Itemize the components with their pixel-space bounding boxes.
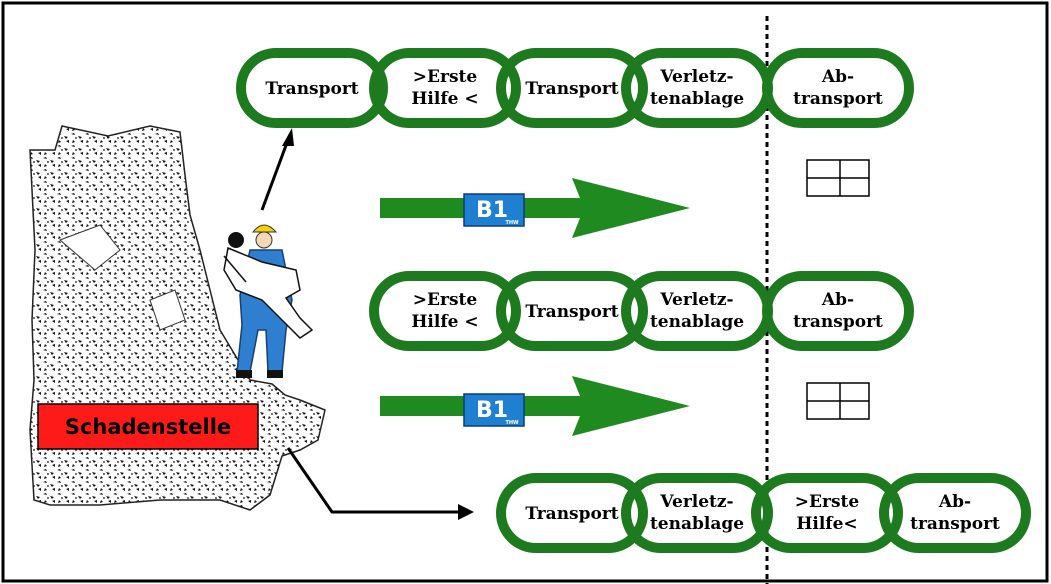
- chain-link-ring: [621, 473, 773, 553]
- vehicle-top-view-icon: [806, 382, 870, 420]
- chain-link: Transport: [236, 48, 388, 128]
- chain-link-label: Ab-: [821, 67, 854, 87]
- b1-badge-2: B1 THW: [463, 393, 525, 427]
- chain-link: Verletz-tenablage: [621, 48, 773, 128]
- chain-link-label: transport: [793, 89, 883, 109]
- b1-badge-1: B1 THW: [463, 193, 525, 227]
- chain-link-label: Hilfe <: [411, 89, 478, 109]
- chain-link: Transport: [496, 271, 648, 351]
- site-label-text: Schadenstelle: [65, 415, 231, 439]
- chain-link-ring: [621, 271, 773, 351]
- pointer-arrow-top: [260, 128, 294, 211]
- badge-subtext: THW: [505, 220, 519, 226]
- chain-link-ring: [621, 48, 773, 128]
- chain-link-label: >Erste: [413, 290, 478, 310]
- chain-link-ring: [369, 271, 521, 351]
- chain-link: Verletz-tenablage: [621, 271, 773, 351]
- chain-link-ring: [496, 271, 648, 351]
- chain-link-label: >Erste: [413, 67, 478, 87]
- chain-link: Verletz-tenablage: [621, 473, 773, 553]
- pointer-arrow-bottom: [286, 447, 474, 520]
- badge-text: B1: [476, 398, 508, 423]
- chain-link-ring: [236, 48, 388, 128]
- chain-link-label: tenablage: [650, 514, 744, 534]
- vehicle-top-view-icon: [806, 159, 870, 197]
- chain-link-label: tenablage: [650, 312, 744, 332]
- chain-link-label: transport: [910, 514, 1000, 534]
- chain-link-label: Hilfe <: [411, 312, 478, 332]
- chain-link-label: transport: [793, 312, 883, 332]
- chain-link-label: Transport: [265, 79, 358, 99]
- rescuer-carrying-victim-icon: [223, 224, 314, 378]
- chain-link-label: Transport: [525, 302, 618, 322]
- chain-link-label: Ab-: [821, 290, 854, 310]
- green-arrow-1: [380, 178, 690, 238]
- chain-link: Transport: [496, 473, 648, 553]
- chain-link-label: Verletz-: [659, 492, 733, 512]
- chain-link-ring: [751, 473, 903, 553]
- chain-link-label: >Erste: [795, 492, 860, 512]
- badge-subtext: THW: [505, 420, 519, 426]
- green-arrow-2: [380, 376, 690, 436]
- chain-link: Ab-transport: [762, 48, 914, 128]
- badge-text: B1: [476, 198, 508, 223]
- chain-link-ring: [879, 473, 1031, 553]
- chain-link-label: Ab-: [938, 492, 971, 512]
- chain-link-ring: [762, 48, 914, 128]
- chain-link: Ab-transport: [762, 271, 914, 351]
- chain-link: Ab-transport: [879, 473, 1031, 553]
- site-label: Schadenstelle: [37, 403, 259, 450]
- chain-link-label: tenablage: [650, 89, 744, 109]
- chain-link-label: Verletz-: [659, 67, 733, 87]
- chain-link-label: Verletz-: [659, 290, 733, 310]
- chain-link-ring: [496, 48, 648, 128]
- chain-row-3: TransportVerletz-tenablage>ErsteHilfe<Ab…: [496, 473, 1031, 553]
- chain-link-ring: [496, 473, 648, 553]
- chain-link-label: Hilfe<: [796, 514, 857, 534]
- chain-link-label: Transport: [525, 504, 618, 524]
- chain-link-label: Transport: [525, 79, 618, 99]
- chain-link: Transport: [496, 48, 648, 128]
- chain-link-ring: [762, 271, 914, 351]
- chain-link-ring: [369, 48, 521, 128]
